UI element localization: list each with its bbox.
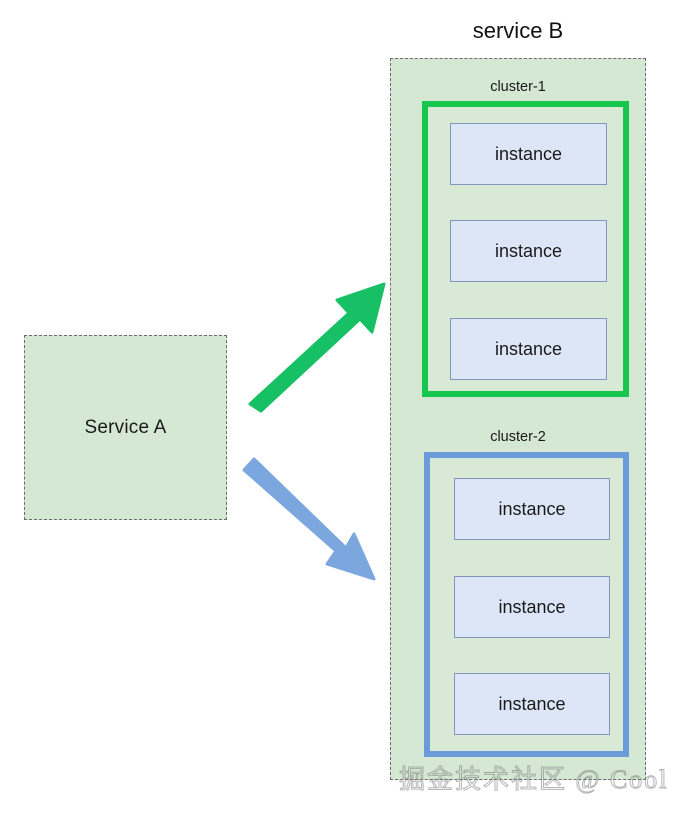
cluster-1-label: cluster-1	[490, 79, 546, 95]
instance-box[interactable]: instance	[450, 220, 607, 282]
instance-box[interactable]: instance	[450, 123, 607, 185]
service-b-box[interactable]: cluster-1 instance instance instance clu…	[390, 58, 667, 795]
cluster-2-label: cluster-2	[490, 429, 546, 445]
instance-box[interactable]: instance	[454, 478, 610, 540]
instance-box[interactable]: instance	[450, 318, 607, 380]
instance-box[interactable]: instance	[454, 673, 610, 735]
instance-box[interactable]: instance	[454, 576, 610, 638]
service-a-box[interactable]: Service A	[24, 335, 227, 520]
arrow-to-cluster-2-icon	[242, 457, 376, 581]
cluster-2-frame[interactable]: instance instance instance	[424, 452, 629, 757]
cluster-1-frame[interactable]: instance instance instance	[422, 101, 629, 397]
service-b-title: service B	[472, 18, 564, 43]
arrow-to-cluster-1-icon	[248, 282, 386, 413]
watermark-text: 掘金技术社区 @ Cool	[399, 765, 669, 795]
service-a-label: Service A	[84, 416, 167, 438]
